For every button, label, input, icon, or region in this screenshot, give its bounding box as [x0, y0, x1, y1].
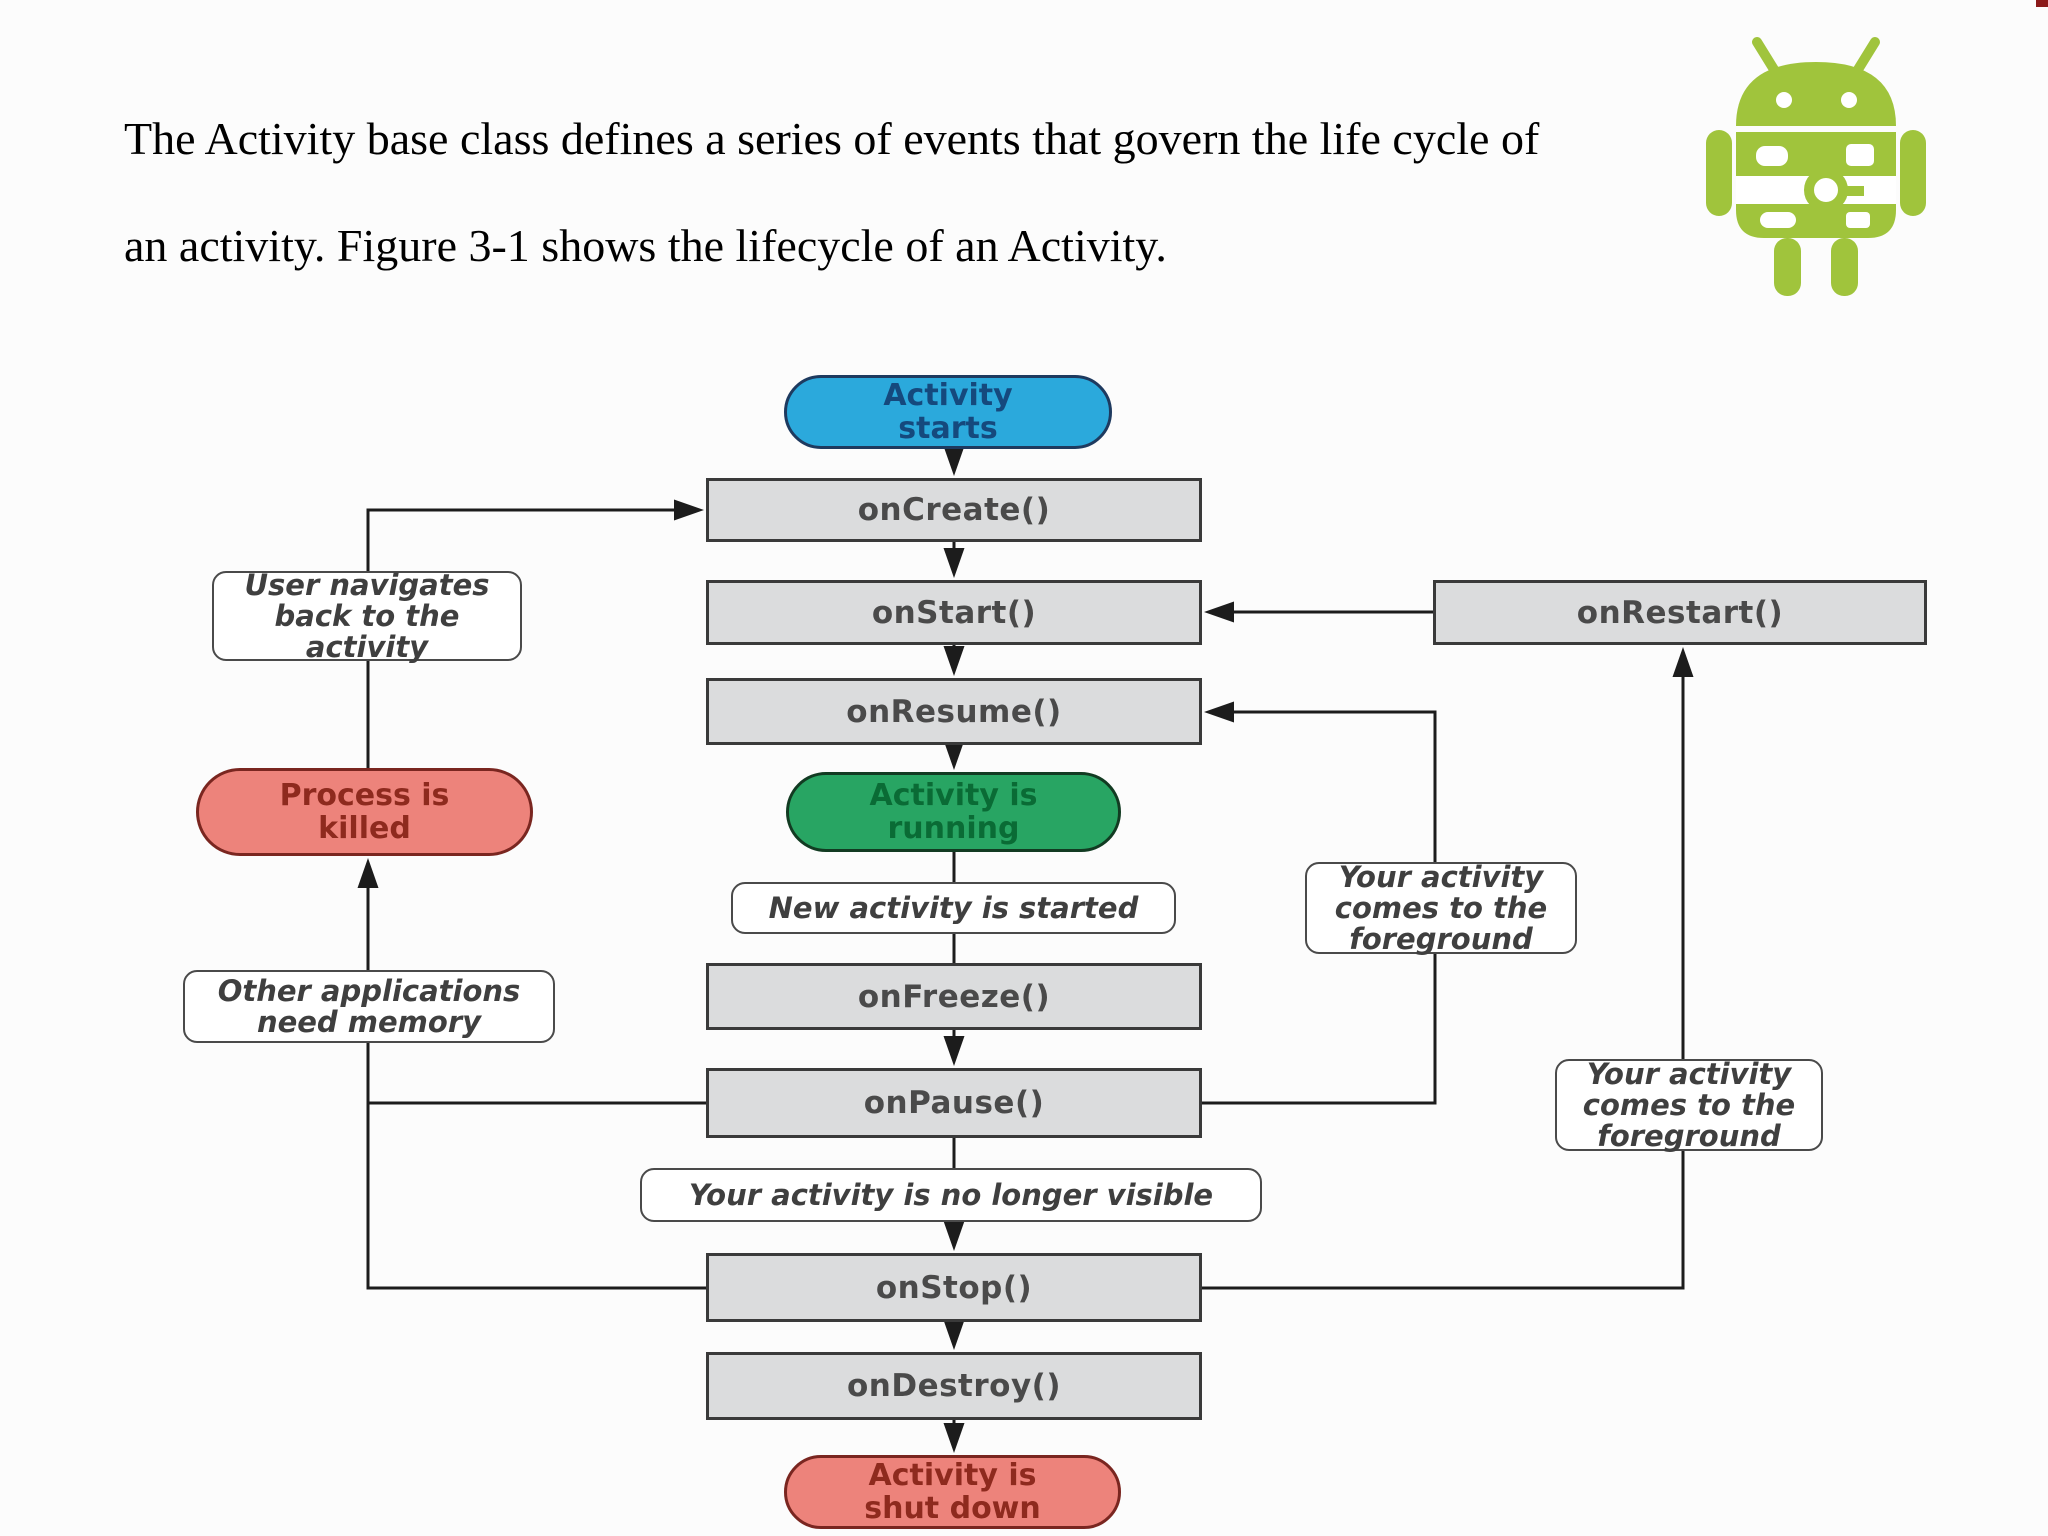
- node-onstop: onStop(): [706, 1253, 1202, 1322]
- node-onstart: onStart(): [706, 580, 1202, 645]
- edge-stop-killed: [357, 858, 706, 1290]
- annotation-other-applications: Other applications need memory: [183, 970, 555, 1043]
- node-process-killed: Process is killed: [196, 768, 533, 856]
- android-logo-icon: [1700, 26, 1932, 304]
- annotation-foreground-mid: Your activity comes to the foreground: [1305, 861, 1577, 954]
- intro-text-line1: The Activity base class defines a series…: [124, 113, 1540, 164]
- intro-text-line2: an activity. Figure 3-1 shows the lifecy…: [124, 220, 1167, 271]
- node-onpause: onPause(): [706, 1068, 1202, 1138]
- annotation-foreground-right: Your activity comes to the foreground: [1555, 1058, 1823, 1151]
- node-activity-starts: Activity starts: [784, 375, 1112, 449]
- node-onrestart: onRestart(): [1433, 580, 1927, 645]
- annotation-new-activity: New activity is started: [731, 882, 1176, 934]
- node-oncreate: onCreate(): [706, 478, 1202, 542]
- node-ondestroy: onDestroy(): [706, 1352, 1202, 1420]
- node-activity-running: Activity is running: [786, 772, 1121, 852]
- node-onfreeze: onFreeze(): [706, 963, 1202, 1030]
- node-onresume: onResume(): [706, 678, 1202, 745]
- edge-stop-restart: [1202, 647, 1694, 1290]
- annotation-no-longer-visible: Your activity is no longer visible: [640, 1168, 1262, 1222]
- corner-artifact: [2036, 0, 2048, 7]
- node-activity-shut-down: Activity is shut down: [784, 1455, 1121, 1529]
- edge-killed-create: [366, 499, 704, 768]
- annotation-user-navigates-back: User navigates back to the activity: [212, 569, 522, 662]
